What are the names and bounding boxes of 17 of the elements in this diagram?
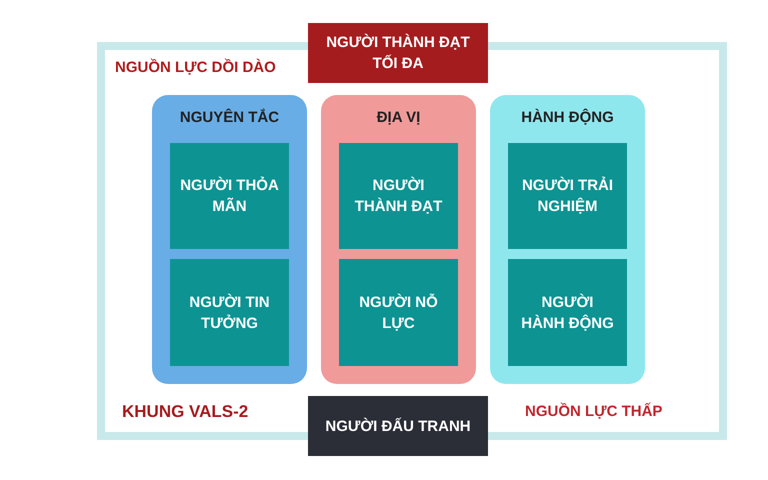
column-panel <box>490 95 645 384</box>
tier-box: NGƯỜI ĐẤU TRANH <box>308 396 488 456</box>
column-panel <box>152 95 307 384</box>
segment-box: NGƯỜI HÀNH ĐỘNG <box>508 259 627 366</box>
resource-label: NGUỒN LỰC THẤP <box>525 403 662 420</box>
segment-box: NGƯỜI NỖ LỰC <box>339 259 458 366</box>
segment-box: NGƯỜI TRẢI NGHIỆM <box>508 143 627 249</box>
column-heading: NGUYÊN TẮC <box>178 109 280 126</box>
segment-box: NGƯỜI THỎA MÃN <box>170 143 289 249</box>
column-heading: HÀNH ĐỘNG <box>520 109 615 126</box>
segment-box: NGƯỜI TIN TƯỞNG <box>170 259 289 366</box>
segment-box: NGƯỜI THÀNH ĐẠT <box>339 143 458 249</box>
tier-box: NGƯỜI THÀNH ĐẠT TỐI ĐA <box>308 23 488 83</box>
column-panel <box>321 95 476 384</box>
column-heading: ĐỊA VỊ <box>376 109 422 126</box>
resource-label: KHUNG VALS-2 <box>122 402 248 422</box>
resource-label: NGUỒN LỰC DỒI DÀO <box>115 59 276 76</box>
